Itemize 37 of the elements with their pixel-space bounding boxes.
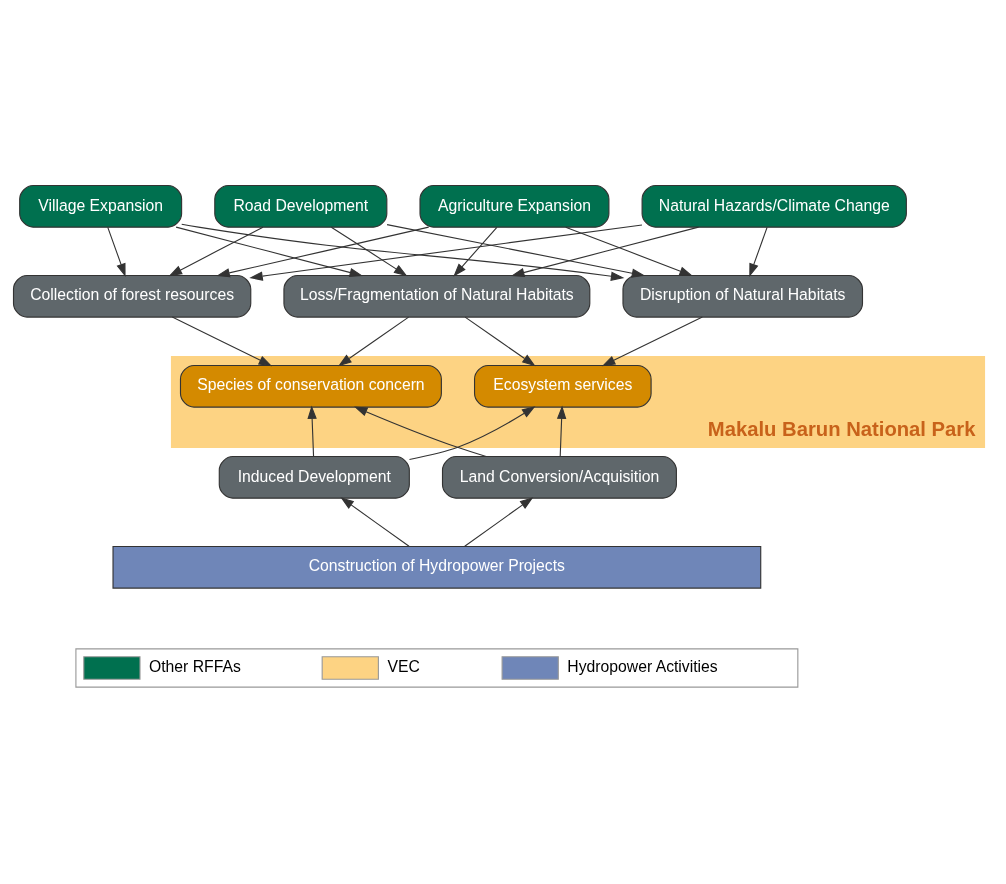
node-box: Construction of Hydropower Projects <box>111 545 761 589</box>
node-box: Road Development <box>213 184 387 228</box>
legend-label: VEC <box>386 657 420 675</box>
arrow <box>353 406 487 457</box>
arrow <box>386 223 645 278</box>
arrow <box>248 224 643 281</box>
arrow <box>510 226 699 277</box>
node-box: Loss/Fragmentation of Natural Habitats <box>282 274 590 318</box>
arrow <box>408 405 535 460</box>
arrow <box>452 226 497 277</box>
node-box: Species of conservation concern <box>179 364 442 408</box>
legend-label: Other RFFAs <box>148 657 241 675</box>
node-box: Collection of forest resources <box>12 274 251 318</box>
node-box: Agriculture Expansion <box>418 184 609 228</box>
arrow <box>168 226 263 276</box>
node-box: Village Expansion <box>18 184 182 228</box>
legend-label: Hydropower Activities <box>566 657 718 675</box>
arrow <box>463 496 533 547</box>
arrow <box>215 226 429 277</box>
arrow <box>171 316 272 366</box>
arrow <box>330 226 407 276</box>
node-box: Land Conversion/Acquisition <box>441 455 677 499</box>
node-box: Ecosystem services <box>473 364 652 408</box>
node-box: Induced Development <box>218 455 410 499</box>
arrow <box>748 226 768 277</box>
arrow <box>175 226 363 277</box>
arrow <box>106 226 126 277</box>
arrow <box>337 316 409 366</box>
arrow <box>180 223 624 281</box>
arrow <box>339 496 410 547</box>
node-box: Disruption of Natural Habitats <box>621 274 863 318</box>
arrow <box>556 404 566 457</box>
arrow <box>306 404 317 457</box>
arrow <box>564 226 693 276</box>
arrow <box>464 316 536 366</box>
node-box: Natural Hazards/Climate Change <box>641 184 907 228</box>
arrow <box>601 316 703 366</box>
